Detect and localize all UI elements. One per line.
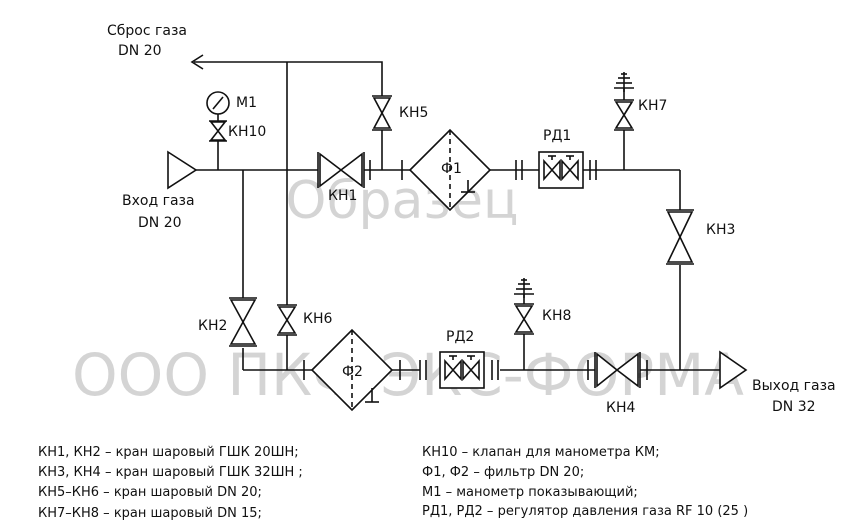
gas-vent-label-1: Сброс газа bbox=[107, 23, 187, 39]
valve-kn2 bbox=[229, 297, 257, 347]
valve-kn10 bbox=[209, 114, 227, 142]
label-kn4: КН4 bbox=[606, 400, 635, 416]
regulator-rd1 bbox=[515, 151, 597, 189]
filter-f1 bbox=[401, 128, 492, 212]
gas-outlet-label-2: DN 32 bbox=[772, 399, 816, 415]
gas-inlet-label-1: Вход газа bbox=[122, 193, 195, 209]
label-rd1: РД1 bbox=[543, 128, 571, 144]
label-kn10: КН10 bbox=[228, 124, 266, 140]
valve-kn4 bbox=[587, 352, 648, 388]
label-m1: М1 bbox=[236, 95, 257, 111]
vent-icon bbox=[514, 278, 534, 298]
label-f2: Ф2 bbox=[342, 364, 363, 380]
legend-left-line: КН5–КН6 – кран шаровый DN 20; bbox=[38, 485, 262, 500]
label-kn7: КН7 bbox=[638, 98, 667, 114]
filter-f2 bbox=[303, 328, 401, 412]
legend-right-line: КН10 – клапан для манометра КМ; bbox=[422, 445, 660, 460]
legend-left-line: КН1, КН2 – кран шаровый ГШК 20ШН; bbox=[38, 445, 299, 460]
legend-right-line: РД1, РД2 – регулятор давления газа RF 10… bbox=[422, 504, 748, 519]
label-f1: Ф1 bbox=[441, 161, 462, 177]
valve-kn1 bbox=[317, 152, 371, 188]
regulator-rd2 bbox=[419, 351, 499, 389]
label-rd2: РД2 bbox=[446, 329, 474, 345]
gauge-icon bbox=[206, 91, 230, 115]
label-kn8: КН8 bbox=[542, 308, 571, 324]
legend-right-line: М1 – манометр показывающий; bbox=[422, 485, 638, 500]
gas-outlet-label-1: Выход газа bbox=[752, 378, 836, 394]
label-kn6: КН6 bbox=[303, 311, 332, 327]
piping bbox=[190, 54, 720, 371]
legend: КН1, КН2 – кран шаровый ГШК 20ШН; КН3, К… bbox=[38, 445, 748, 521]
gas-outlet-arrow bbox=[719, 350, 748, 390]
gas-inlet-label-2: DN 20 bbox=[138, 215, 182, 231]
label-kn5: КН5 bbox=[399, 105, 428, 121]
label-kn3: КН3 bbox=[706, 222, 735, 238]
label-kn1: КН1 bbox=[328, 188, 357, 204]
watermark-company: ООО ПКФ ЭКС-ФОРМА bbox=[72, 341, 744, 409]
valve-kn6 bbox=[277, 304, 297, 336]
valve-kn5 bbox=[372, 95, 392, 131]
legend-left-line: КН7–КН8 – кран шаровый DN 15; bbox=[38, 506, 262, 521]
valve-kn8 bbox=[514, 294, 534, 335]
label-kn2: КН2 bbox=[198, 318, 227, 334]
gas-vent-label-2: DN 20 bbox=[118, 43, 162, 59]
legend-right-line: Ф1, Ф2 – фильтр DN 20; bbox=[422, 465, 584, 480]
valve-kn7 bbox=[614, 88, 634, 131]
gas-inlet-arrow bbox=[167, 150, 198, 190]
vent-icon bbox=[614, 72, 634, 92]
valve-kn3 bbox=[666, 209, 694, 265]
legend-left-line: КН3, КН4 – кран шаровый ГШК 32ШН ; bbox=[38, 465, 303, 480]
